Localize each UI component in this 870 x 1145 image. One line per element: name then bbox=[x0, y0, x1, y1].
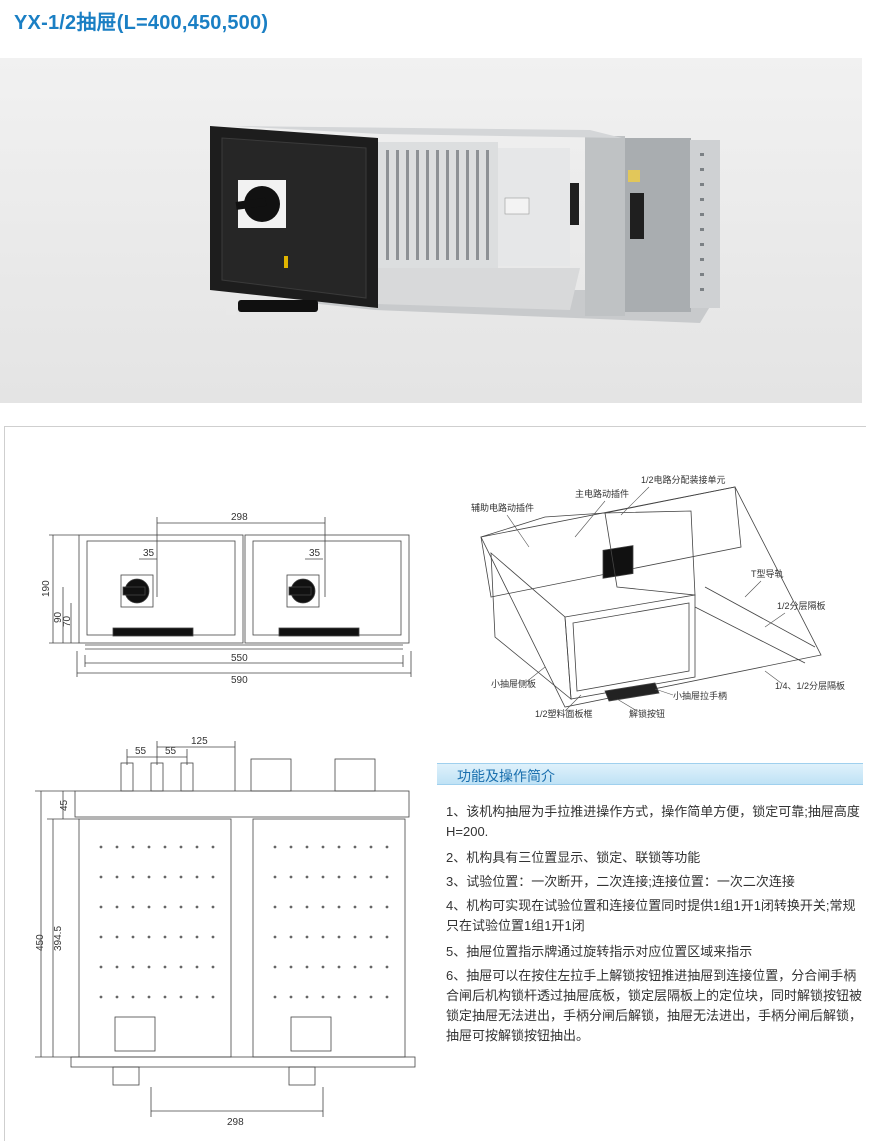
dim-front-handle-left-35: 35 bbox=[143, 548, 155, 559]
function-list: 1、该机构抽屉为手拉推进操作方式，操作简单方便，锁定可靠;抽屉高度H=200. … bbox=[446, 802, 862, 1052]
dim-front-width-590: 590 bbox=[231, 675, 248, 686]
dim-front-height-90: 90 bbox=[53, 611, 64, 623]
drawer-floor bbox=[375, 268, 580, 310]
dim-top-55-a: 55 bbox=[135, 746, 147, 757]
indicator-strip bbox=[284, 256, 288, 268]
label-quarter-shelf: 1/4、1/2分层隔板 bbox=[775, 680, 845, 691]
product-photo-panel bbox=[0, 58, 862, 403]
front-panel-inset bbox=[221, 137, 367, 299]
dim-top-125: 125 bbox=[191, 736, 208, 747]
front-left-drawer-outline bbox=[78, 534, 244, 644]
rotary-switch-lever bbox=[235, 197, 267, 210]
function-item-5: 5、抽屉位置指示牌通过旋转指示对应位置区域来指示 bbox=[446, 944, 753, 959]
dim-front-height-190: 190 bbox=[41, 580, 52, 597]
label-small-handle: 小抽屉拉手柄 bbox=[673, 690, 727, 701]
rear-frame-left bbox=[585, 136, 625, 316]
function-item-4: 4、机构可实现在试验位置和连接位置同时提供1组1开1闭转换开关;常规只在试验位置… bbox=[446, 898, 856, 933]
label-aux-plug: 辅助电路动插件 bbox=[471, 502, 534, 513]
page-title: YX-1/2抽屉(L=400,450,500) bbox=[14, 12, 269, 34]
label-half-shelf: 1/2分层隔板 bbox=[777, 600, 826, 611]
function-section-header: 功能及操作简介 bbox=[437, 763, 863, 785]
dim-top-450: 450 bbox=[35, 934, 46, 951]
top-view-perforations bbox=[99, 845, 389, 999]
front-view bbox=[49, 517, 412, 677]
label-main-plug: 主电路动插件 bbox=[575, 488, 629, 499]
top-view bbox=[35, 741, 416, 1117]
iso-leader-lines bbox=[506, 486, 786, 712]
top-view-base bbox=[70, 1056, 416, 1068]
label-small-side: 小抽屉侧板 bbox=[491, 678, 536, 689]
dim-front-handle-right-35: 35 bbox=[309, 548, 321, 559]
iso-front-panel bbox=[564, 594, 696, 700]
function-item-6: 6、抽屉可以在按住左拉手上解锁按钮推进抽屉到连接位置，分合闸手柄合闸后机构锁杆透… bbox=[446, 968, 863, 1043]
top-view-front-bar bbox=[74, 790, 410, 818]
front-left-panel bbox=[86, 540, 236, 636]
dim-top-55-b: 55 bbox=[165, 746, 177, 757]
dim-front-width-298: 298 bbox=[231, 512, 248, 523]
warning-sticker bbox=[504, 197, 530, 215]
unlock-button bbox=[226, 305, 236, 315]
terminal-label bbox=[628, 170, 640, 182]
connector-block-2 bbox=[630, 193, 644, 239]
function-item-1: 1、该机构抽屉为手拉推进操作方式，操作简单方便，锁定可靠;抽屉高度H=200. bbox=[446, 804, 860, 839]
label-t-rail: T型导轨 bbox=[751, 568, 784, 579]
isometric-view bbox=[480, 486, 822, 708]
label-plastic-frame: 1/2塑料面板框 bbox=[535, 708, 593, 719]
front-right-drawer-outline bbox=[244, 534, 410, 644]
dim-front-height-70: 70 bbox=[62, 615, 73, 627]
dim-front-width-550: 550 bbox=[231, 653, 248, 664]
dim-top-394-5: 394.5 bbox=[53, 926, 64, 951]
label-unlock-button: 解锁按钮 bbox=[629, 708, 665, 719]
function-section-title: 功能及操作简介 bbox=[457, 768, 555, 784]
dim-top-298: 298 bbox=[227, 1117, 244, 1128]
drawer-handle bbox=[238, 300, 318, 312]
function-item-2: 2、机构具有三位置显示、锁定、联锁等功能 bbox=[446, 850, 701, 865]
drawer-product-photo bbox=[210, 126, 720, 323]
function-item-3: 3、试验位置：一次断开，二次连接;连接位置：一次二次连接 bbox=[446, 874, 795, 889]
rear-post bbox=[690, 140, 720, 308]
drawing-canvas: 298 35 35 190 90 70 550 590 55 55 125 45… bbox=[35, 474, 845, 1128]
side-wall-perforations bbox=[386, 150, 489, 260]
rear-post-holes bbox=[700, 153, 704, 291]
label-distribution-unit: 1/2电路分配装接单元 bbox=[641, 474, 726, 485]
top-cover bbox=[232, 126, 622, 138]
iso-base-plate bbox=[480, 486, 822, 708]
front-right-panel bbox=[252, 540, 402, 636]
dim-top-45: 45 bbox=[59, 799, 70, 811]
